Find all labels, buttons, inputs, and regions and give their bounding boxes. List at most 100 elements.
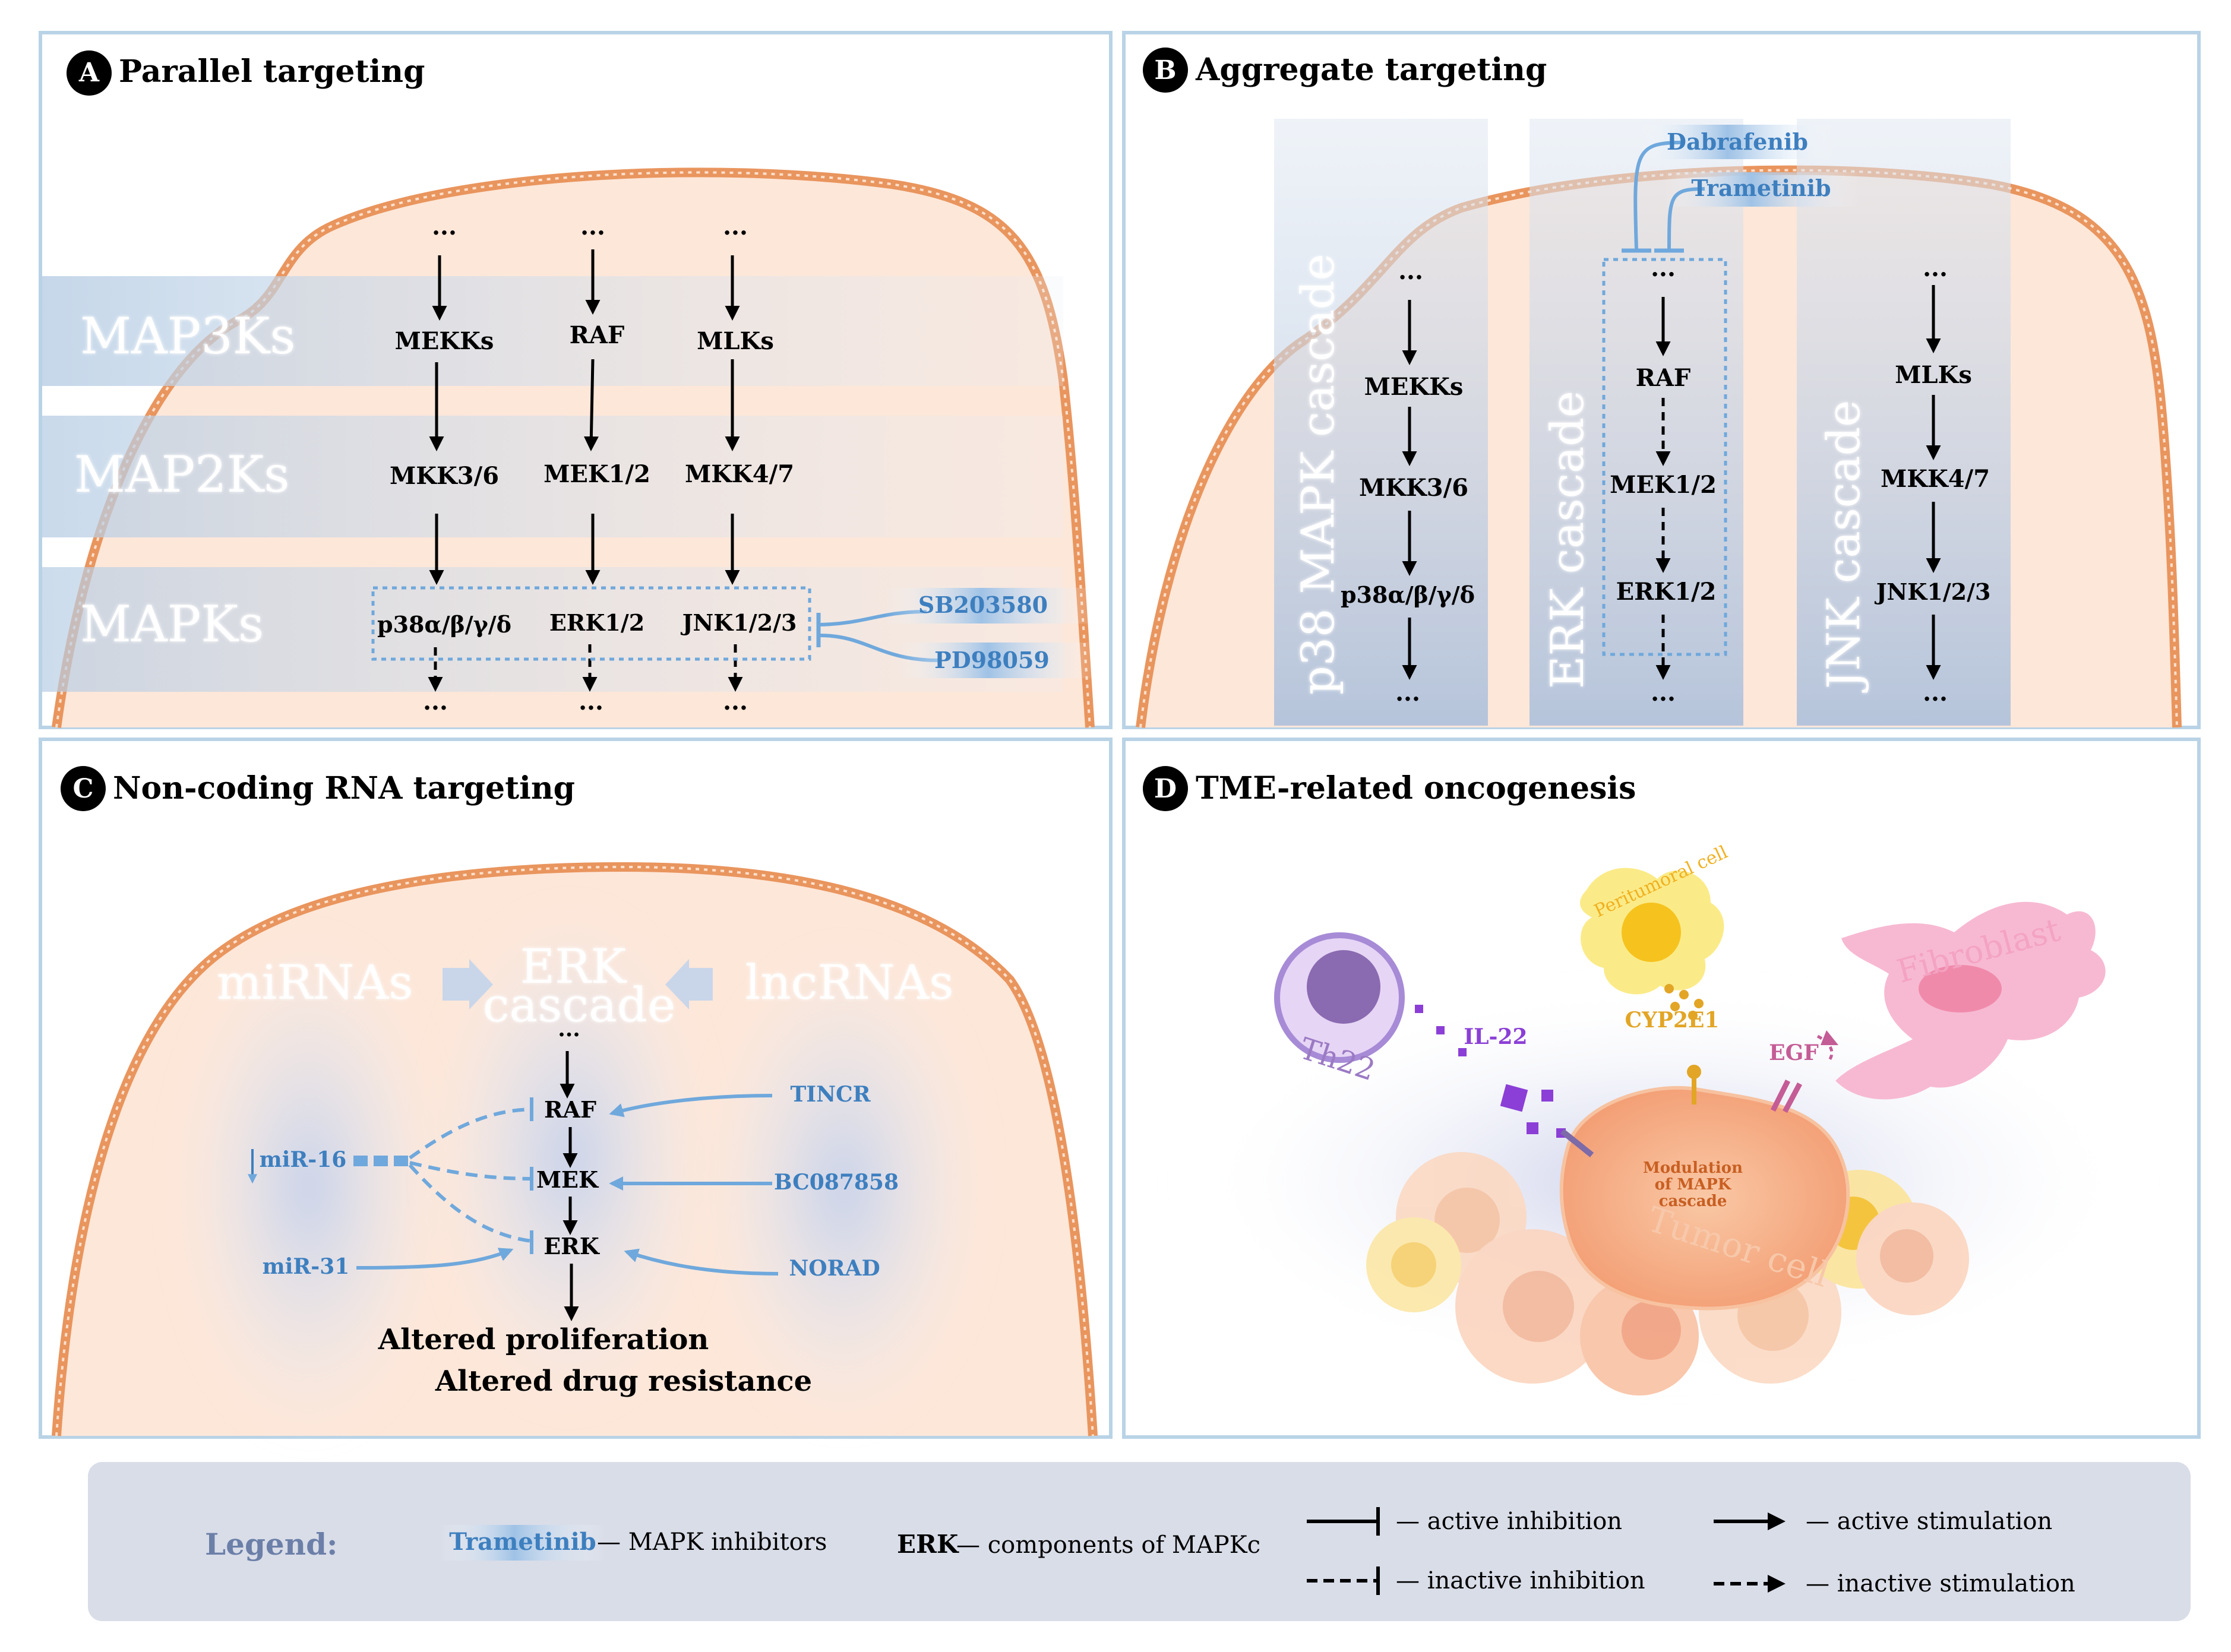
panel-a-title: Parallel targeting xyxy=(119,53,425,90)
c-node-mek: MEK xyxy=(536,1166,599,1193)
a-node-mlks: MLKs xyxy=(697,327,774,355)
a-node-jnk123: JNK1/2/3 xyxy=(681,609,797,636)
a-node-mekks: MEKKs xyxy=(395,327,494,355)
panel-c: C Non-coding RNA targeting miRNAs ERK ca… xyxy=(39,738,1113,1439)
b-node-jnk123: JNK1/2/3 xyxy=(1875,578,1991,605)
b-node-erk12: ERK1/2 xyxy=(1616,578,1717,606)
b-inhibit-line-trametinib xyxy=(1667,187,1705,250)
b-node-mkk47: MKK4/7 xyxy=(1881,465,1990,493)
b-inhibit-line-dabrafenib xyxy=(1633,141,1682,250)
a-node-p38: p38α/β/γ/δ xyxy=(377,611,511,638)
a-top-ellipsis-1: ... xyxy=(432,213,457,240)
row-label-map2ks: MAP2Ks xyxy=(74,445,290,504)
a-inhibitor-bg-sb xyxy=(885,588,1099,624)
c-tincr-to-raf xyxy=(609,1094,773,1118)
a-node-mkk36: MKK3/6 xyxy=(390,462,499,490)
legend-component-desc: — components of MAPKc xyxy=(956,1531,1260,1559)
c-node-erk: ERK xyxy=(543,1233,601,1259)
b-node-mkk36: MKK3/6 xyxy=(1359,474,1468,502)
panel-c-letter: C xyxy=(72,774,93,804)
panel-b-letter: B xyxy=(1154,55,1176,86)
a-node-raf: RAF xyxy=(570,321,625,349)
band-map3k xyxy=(42,276,1063,386)
b-top-ellipsis-p38: ... xyxy=(1398,257,1423,285)
a-top-ellipsis-2: ... xyxy=(580,213,605,240)
b-node-mekks: MEKKs xyxy=(1364,373,1464,401)
legend-title: Legend: xyxy=(205,1527,338,1562)
row-label-map3ks: MAP3Ks xyxy=(80,307,296,365)
d-tumor-cell xyxy=(1559,1085,1850,1311)
panel-c-title: Non-coding RNA targeting xyxy=(113,770,575,806)
b-inhibitor-dabrafenib: Dabrafenib xyxy=(1667,128,1808,155)
legend-active-stimulation: — active stimulation xyxy=(1806,1508,2052,1535)
legend-box xyxy=(88,1462,2191,1621)
c-lncrna-bc087858: BC087858 xyxy=(774,1170,899,1195)
panel-a: A Parallel targeting MAP3Ks MAP2Ks MAPKs… xyxy=(39,31,1113,729)
c-header-mirnas: miRNAs xyxy=(217,955,413,1010)
legend-inactive-inhibition: — inactive inhibition xyxy=(1396,1567,1645,1594)
c-outcome-proliferation: Altered proliferation xyxy=(378,1323,709,1356)
panel-d-title: TME-related oncogenesis xyxy=(1196,770,1636,806)
panel-d-letter: D xyxy=(1154,774,1177,804)
c-top-ellipsis: ... xyxy=(558,1017,580,1042)
panel-b: B Aggregate targeting p38 MAPK cascade E… xyxy=(1122,31,2201,729)
c-outcome-drug-resistance: Altered drug resistance xyxy=(435,1365,812,1398)
b-top-ellipsis-jnk: ... xyxy=(1923,254,1948,282)
band-map2k xyxy=(42,416,1063,537)
c-lncrna-tincr: TINCR xyxy=(790,1082,871,1107)
d-fibroblast-nucleus xyxy=(1919,965,2002,1012)
legend-inhibitor-bg xyxy=(440,1525,606,1561)
legend-inhibitor-example: Trametinib xyxy=(449,1528,596,1556)
a-top-ellipsis-3: ... xyxy=(723,213,748,240)
d-il22-receptor xyxy=(1560,1129,1594,1157)
legend-component-example: ERK xyxy=(897,1530,959,1559)
panel-a-membrane-dots xyxy=(55,171,1091,728)
panel-b-title: Aggregate targeting xyxy=(1195,52,1547,88)
b-node-raf: RAF xyxy=(1636,364,1691,392)
b-column-p38 xyxy=(1274,119,1488,726)
a-bottom-ellipsis-1: ... xyxy=(423,688,448,716)
a-inhibitor-bg-pd xyxy=(897,643,1099,678)
c-blob-mirna xyxy=(178,938,440,1437)
d-egf-receptor xyxy=(1770,1079,1791,1112)
b-bottom-ellipsis-p38: ... xyxy=(1395,679,1420,707)
a-inhibitor-pd98059: PD98059 xyxy=(934,647,1050,673)
c-mirna-mir16: miR-16 xyxy=(260,1147,347,1172)
c-header-arrow-right xyxy=(665,959,713,1009)
b-cascade-label-p38: p38 MAPK cascade xyxy=(1291,254,1344,695)
c-lncrna-norad: NORAD xyxy=(789,1256,880,1281)
c-mir16-to-erk xyxy=(408,1163,532,1243)
c-norad-to-erk xyxy=(624,1248,779,1276)
c-header-cascade: cascade xyxy=(483,977,676,1033)
panel-c-letter-badge xyxy=(61,766,106,811)
b-bottom-ellipsis-jnk: ... xyxy=(1923,679,1948,707)
d-center-text-1: Modulation xyxy=(1643,1159,1743,1177)
b-erk-target-box xyxy=(1602,258,1727,656)
a-node-mek12: MEK1/2 xyxy=(543,460,650,488)
panel-a-letter: A xyxy=(78,58,100,88)
row-label-mapks: MAPKs xyxy=(80,595,264,653)
a-bottom-ellipsis-2: ... xyxy=(579,688,603,716)
c-header-erk: ERK xyxy=(520,939,627,994)
panel-a-letter-badge xyxy=(67,50,112,96)
d-factor-egf: EGF xyxy=(1769,1040,1819,1065)
c-node-raf: RAF xyxy=(544,1096,596,1123)
panel-b-letter-badge xyxy=(1143,48,1188,93)
b-column-jnk xyxy=(1797,119,2011,726)
d-peritumoral-nucleus xyxy=(1622,903,1681,962)
b-inhibitor-trametinib: Trametinib xyxy=(1691,175,1831,201)
b-node-mek12: MEK1/2 xyxy=(1610,471,1717,499)
b-bottom-ellipsis-erk: ... xyxy=(1651,679,1676,707)
c-mir16-to-mek xyxy=(409,1161,532,1181)
b-node-p38: p38α/β/γ/δ xyxy=(1341,581,1475,608)
b-node-mlks: MLKs xyxy=(1895,361,1972,389)
d-th22-nucleus xyxy=(1307,950,1380,1024)
legend: Legend: Trametinib — MAPK inhibitors ERK… xyxy=(88,1462,2191,1621)
d-center-text-2: of MAPK xyxy=(1655,1176,1732,1194)
d-center-text-3: cascade xyxy=(1659,1192,1727,1210)
panel-d-letter-badge xyxy=(1143,766,1188,811)
c-mirna-mir31: miR-31 xyxy=(263,1254,350,1279)
c-mir31-to-erk xyxy=(356,1248,514,1270)
d-factor-il22: IL-22 xyxy=(1464,1024,1527,1049)
